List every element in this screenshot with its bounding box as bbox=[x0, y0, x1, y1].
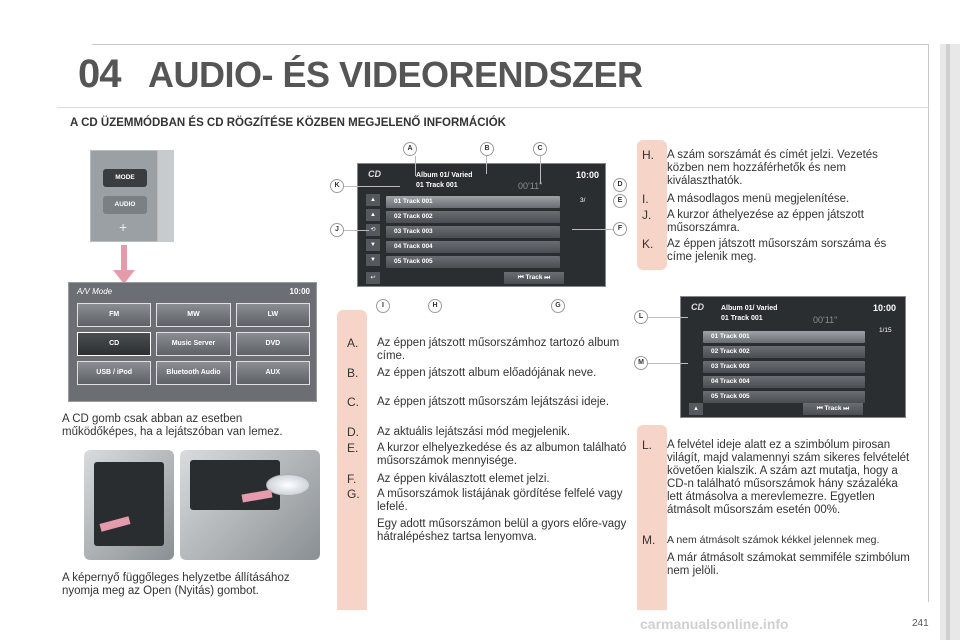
page-edge-strip bbox=[940, 44, 960, 640]
caption-open-button: A képernyő függőleges helyzetbe állításá… bbox=[62, 572, 290, 597]
device-screen bbox=[94, 462, 164, 546]
cursor-icon[interactable]: ⟲ bbox=[366, 224, 380, 236]
device-screen-raised bbox=[190, 460, 280, 510]
leader-k bbox=[344, 186, 400, 187]
av-btn-cd[interactable]: CD bbox=[77, 332, 152, 356]
callout-a: A bbox=[403, 142, 417, 156]
track-row[interactable]: 05 Track 005 bbox=[703, 391, 865, 403]
cd-screen-main: CD Album 01/ Varied 01 Track 001 10:00 0… bbox=[357, 163, 606, 287]
letter-column-right-bottom bbox=[637, 425, 667, 610]
callout-k: K bbox=[330, 179, 344, 193]
track-row[interactable]: 01 Track 001 bbox=[386, 196, 560, 208]
section-divider bbox=[57, 107, 929, 108]
leader-a bbox=[415, 156, 416, 176]
clock: 10:00 bbox=[873, 303, 897, 313]
console-photo: MODE AUDIO + bbox=[90, 150, 158, 242]
cd-logo: CD bbox=[368, 169, 381, 179]
av-btn-lw[interactable]: LW bbox=[235, 303, 310, 327]
down-arrow-icon bbox=[113, 270, 135, 284]
cd-disc-icon bbox=[266, 474, 310, 496]
av-mode-screen: A/V Mode 10:00 FM MW LW CD Music Server … bbox=[68, 282, 317, 402]
page-up-icon[interactable]: ▲ bbox=[366, 194, 380, 206]
track-row[interactable]: 04 Track 004 bbox=[703, 376, 865, 388]
plus-icon: + bbox=[119, 219, 128, 235]
track-skip-button[interactable]: ⏮ Track ⏭ bbox=[504, 272, 564, 284]
leader-c bbox=[540, 156, 541, 184]
section-heading: A CD ÜZEMMÓDBAN ÉS CD RÖGZÍTÉSE KÖZBEN M… bbox=[70, 117, 506, 129]
track-row[interactable]: 02 Track 002 bbox=[703, 346, 865, 358]
callout-d: D bbox=[613, 178, 627, 192]
album-title: Album 01/ Varied bbox=[721, 305, 778, 312]
track-count: 3/ bbox=[580, 197, 586, 204]
cd-logo: CD bbox=[691, 302, 704, 312]
frame-right-line bbox=[928, 44, 929, 602]
scroll-up-icon[interactable]: ▲ bbox=[689, 403, 703, 415]
audio-button[interactable]: AUDIO bbox=[103, 196, 147, 214]
frame-top-line bbox=[92, 44, 928, 45]
caption-cd-button: A CD gomb csak abban az esetben működőké… bbox=[62, 413, 283, 438]
av-btn-bluetooth-audio[interactable]: Bluetooth Audio bbox=[156, 361, 231, 385]
callout-f: F bbox=[613, 222, 627, 236]
page-number: 241 bbox=[912, 618, 929, 629]
callout-j: J bbox=[330, 223, 344, 237]
scroll-down-icon[interactable]: ▼ bbox=[366, 239, 380, 251]
elapsed-time: 00'11" bbox=[813, 315, 838, 325]
scroll-up-icon[interactable]: ▲ bbox=[366, 209, 380, 221]
watermark: carmanualsonline.info bbox=[640, 616, 789, 632]
device-photo-closed bbox=[84, 450, 174, 560]
track-row[interactable]: 05 Track 005 bbox=[386, 256, 560, 268]
clock: 10:00 bbox=[576, 170, 600, 180]
av-btn-mw[interactable]: MW bbox=[156, 303, 231, 327]
mode-button[interactable]: MODE bbox=[103, 169, 147, 187]
track-row[interactable]: 03 Track 003 bbox=[386, 226, 560, 238]
down-arrow-shaft bbox=[121, 245, 127, 271]
track-skip-button[interactable]: ⏮ Track ⏭ bbox=[803, 403, 863, 415]
leader-b bbox=[486, 156, 487, 174]
album-title: Album 01/ Varied bbox=[416, 172, 473, 179]
chapter-number: 04 bbox=[78, 52, 121, 96]
letter-column-right-top bbox=[637, 140, 667, 270]
current-track: 01 Track 001 bbox=[721, 315, 763, 322]
callout-m: M bbox=[634, 356, 648, 370]
callout-i: I bbox=[376, 299, 390, 313]
device-photo-open bbox=[180, 450, 320, 560]
callout-e: E bbox=[613, 194, 627, 208]
callout-b: B bbox=[480, 142, 494, 156]
track-count: 1/15 bbox=[879, 327, 892, 334]
callout-h: H bbox=[428, 299, 442, 313]
av-btn-aux[interactable]: AUX bbox=[235, 361, 310, 385]
av-screen-clock: 10:00 bbox=[289, 287, 310, 296]
callout-l: L bbox=[634, 310, 648, 324]
av-btn-music-server[interactable]: Music Server bbox=[156, 332, 231, 356]
leader-f bbox=[572, 229, 613, 230]
track-row[interactable]: 03 Track 003 bbox=[703, 361, 865, 373]
menu-back-icon[interactable]: ↩ bbox=[366, 272, 380, 284]
page-down-icon[interactable]: ▼ bbox=[366, 254, 380, 266]
av-btn-fm[interactable]: FM bbox=[77, 303, 152, 327]
av-btn-dvd[interactable]: DVD bbox=[235, 332, 310, 356]
av-source-grid: FM MW LW CD Music Server DVD USB / iPod … bbox=[77, 303, 310, 385]
elapsed-time: 00'11" bbox=[518, 181, 543, 191]
av-screen-title: A/V Mode bbox=[77, 287, 113, 296]
av-btn-usb-ipod[interactable]: USB / iPod bbox=[77, 361, 152, 385]
track-row[interactable]: 01 Track 001 bbox=[703, 331, 865, 343]
console-photo-edge bbox=[158, 150, 174, 242]
track-row[interactable]: 02 Track 002 bbox=[386, 211, 560, 223]
scroll-buttons: ▲ ▲ ⟲ ▼ ▼ bbox=[366, 194, 380, 266]
callout-g: G bbox=[551, 299, 565, 313]
leader-m bbox=[648, 363, 688, 364]
leader-l bbox=[648, 317, 688, 318]
cd-screen-recording: CD Album 01/ Varied 01 Track 001 10:00 0… bbox=[680, 296, 906, 418]
track-row[interactable]: 04 Track 004 bbox=[386, 241, 560, 253]
page-edge-strip-inner bbox=[946, 44, 950, 640]
current-track: 01 Track 001 bbox=[416, 182, 458, 189]
chapter-title: AUDIO- ÉS VIDEORENDSZER bbox=[148, 54, 643, 95]
letter-column-left bbox=[337, 310, 367, 610]
callout-c: C bbox=[533, 142, 547, 156]
track-list: 01 Track 001 02 Track 002 03 Track 003 0… bbox=[386, 196, 560, 268]
track-list: 01 Track 001 02 Track 002 03 Track 003 0… bbox=[703, 331, 865, 403]
leader-j bbox=[344, 230, 369, 231]
